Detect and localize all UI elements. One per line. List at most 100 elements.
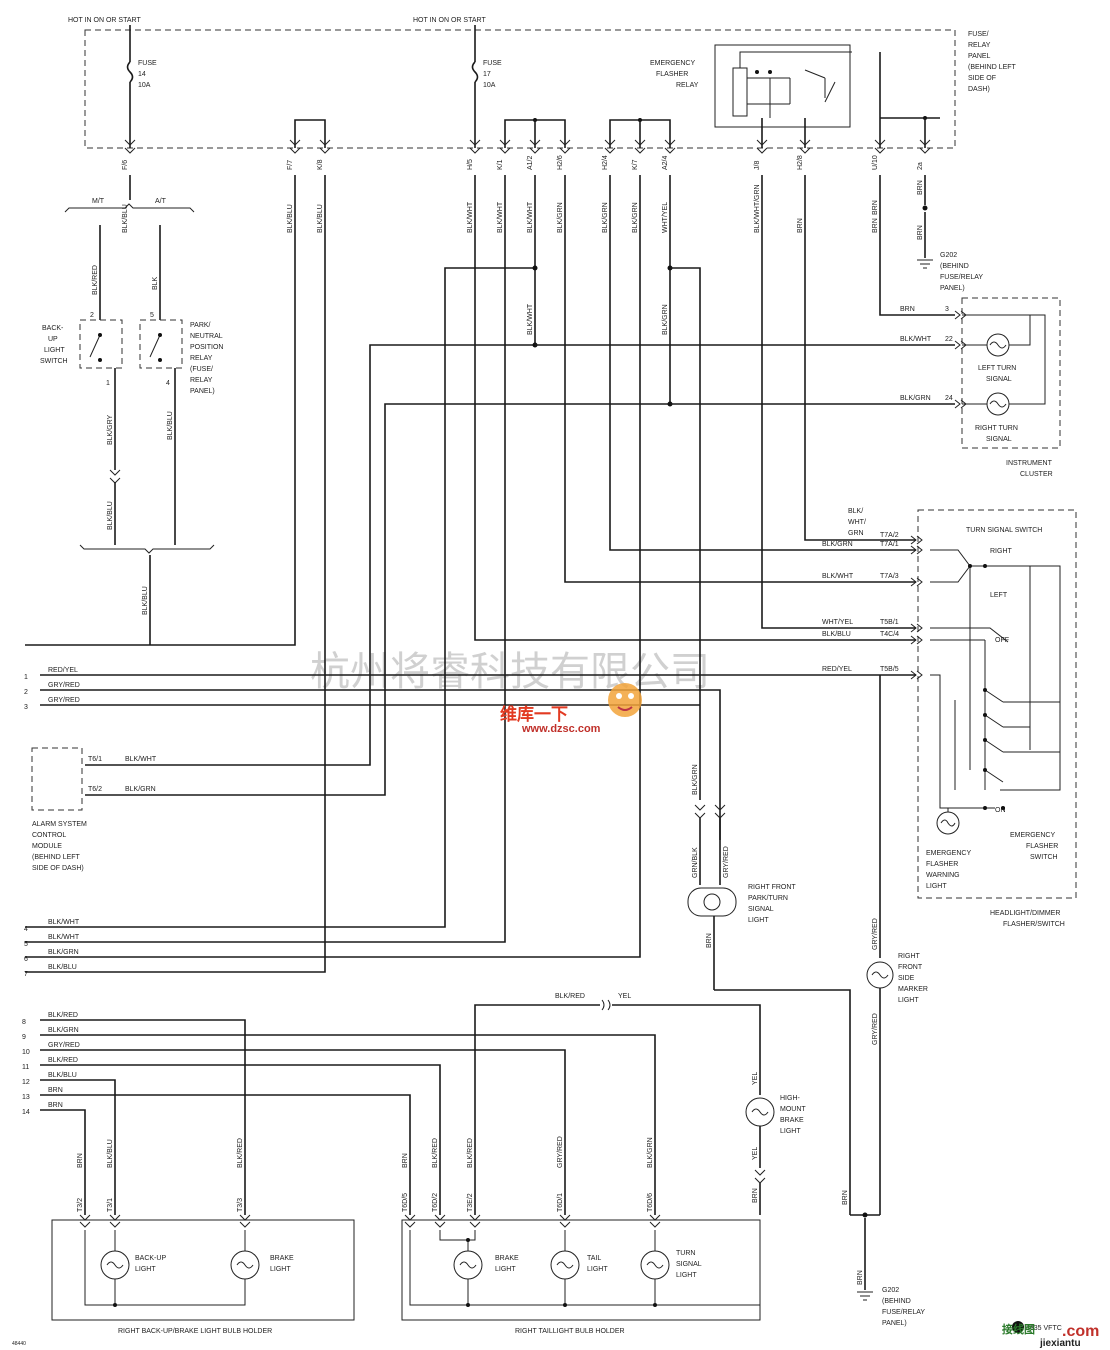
left-turn-signal-label: LEFT TURN — [978, 365, 1016, 372]
hmbl-yel-label-3: YEL — [752, 1147, 759, 1160]
backup-light-label: BACK-UP — [135, 1255, 166, 1262]
switch-wire-label-1c: GRN — [848, 530, 864, 537]
row-wire-label: GRY/RED — [48, 1042, 80, 1049]
switch-wire-label-1b: WHT/ — [848, 519, 866, 526]
wire-label-front-grnblk: GRN/BLK — [692, 847, 699, 878]
dzsc-cn-text: 维库一下 — [500, 704, 568, 725]
top-pin-label: F/6 — [122, 160, 129, 170]
g202-top-label-4: PANEL) — [940, 285, 965, 292]
fuse14-rating: 10A — [138, 82, 151, 89]
row-number: 13 — [22, 1094, 30, 1101]
switch-pin-label: T7A/3 — [880, 573, 899, 580]
switch-wire-label: BLK/WHT — [822, 573, 854, 580]
instrument-cluster-label-2: CLUSTER — [1020, 471, 1053, 478]
footer-id: 48440 — [12, 1341, 26, 1347]
fuse-panel-label-5: SIDE OF — [968, 75, 996, 82]
side-marker-label-4: MARKER — [898, 986, 928, 993]
cluster-wire-label: BRN — [900, 306, 915, 313]
row-wire-label: BLK/GRN — [48, 1027, 79, 1034]
top-wire-label: BLK/GRN — [602, 202, 609, 233]
alarm-label-2: CONTROL — [32, 832, 66, 839]
rear-connector — [404, 1214, 416, 1228]
hmbl-yel-label: YEL — [618, 993, 631, 1000]
g202-top-label: G202 — [940, 252, 957, 259]
cluster-pin-label: 24 — [945, 395, 953, 402]
emerg-light-label-4: LIGHT — [926, 883, 947, 890]
fuse-panel-label-6: DASH) — [968, 86, 990, 93]
switch-connector — [910, 635, 923, 645]
g202-rear-label-3: FUSE/RELAY — [882, 1309, 925, 1316]
tail-label-2: LIGHT — [587, 1266, 608, 1273]
turn-signal-switch-title: TURN SIGNAL SWITCH — [966, 527, 1042, 534]
fuse17-number: 17 — [483, 71, 491, 78]
emerg-light-label-3: WARNING — [926, 872, 960, 879]
wire-k1 — [25, 175, 506, 943]
instrument-cluster-label: INSTRUMENT — [1006, 460, 1053, 467]
rear-wire-label: BLK/GRN — [647, 1137, 654, 1168]
fuse-panel-label-4: (BEHIND LEFT — [968, 64, 1017, 71]
top-wire-label: BRN — [872, 218, 879, 233]
hmbl-yel-label-2: YEL — [752, 1072, 759, 1085]
fuse-relay-panel-box — [84, 29, 956, 149]
rear-wire-label: BLK/RED — [432, 1138, 439, 1168]
wire-label-front-brn: BRN — [706, 933, 713, 948]
hmbl-label-2: MOUNT — [780, 1106, 806, 1113]
wire-label-blkwht-mid: BLK/WHT — [527, 303, 534, 335]
pnp-relay-label: PARK/ — [190, 322, 211, 329]
row-wire-label: BLK/WHT — [48, 934, 80, 941]
side-marker-label-5: LIGHT — [898, 997, 919, 1004]
connector-chevron — [559, 139, 571, 154]
switch-wire-label: BLK/GRN — [822, 541, 853, 548]
top-wire-label: BLK/WHT — [467, 201, 474, 233]
emerg-switch-label: EMERGENCY — [1010, 832, 1055, 839]
pnp-relay-label-2: NEUTRAL — [190, 333, 223, 340]
rear-pin-label: T6D/5 — [402, 1193, 409, 1212]
switch-right-label: RIGHT — [990, 548, 1013, 555]
alarm-wire-2: BLK/GRN — [125, 786, 156, 793]
g202-top-label-3: FUSE/RELAY — [940, 274, 983, 281]
rear-wire-label: BRN — [402, 1153, 409, 1168]
fuse-panel-label: FUSE/ — [968, 31, 989, 38]
switch-pin-label: T7A/2 — [880, 532, 899, 539]
switch-connector — [910, 545, 923, 555]
top-wire-label: BRN — [797, 218, 804, 233]
connector-chevron — [919, 139, 931, 154]
rear-pin-label: T6D/1 — [557, 1193, 564, 1212]
top-wire-label: WHT/YEL — [662, 202, 669, 233]
row-wire-label: BLK/BLU — [48, 964, 77, 971]
rear-wire-label: GRY/RED — [557, 1136, 564, 1168]
connector-chevron — [124, 139, 136, 154]
wire-label-marker-gryred: GRY/RED — [872, 918, 879, 950]
g202-top-label-2: (BEHIND — [940, 263, 969, 270]
flasher-relay-label: EMERGENCY — [650, 60, 695, 67]
flasher-relay-label-2: FLASHER — [656, 71, 688, 78]
top-pin-label: K/8 — [317, 159, 324, 170]
side-marker-label-3: SIDE — [898, 975, 915, 982]
brake2-label-2: LIGHT — [495, 1266, 516, 1273]
top-pin-label: H/5 — [467, 159, 474, 170]
top-wire-label: BLK/BLU — [287, 204, 294, 233]
row-wire-label: GRY/RED — [48, 682, 80, 689]
top-wire-label: BRN — [872, 200, 879, 215]
row-wire-label: BLK/WHT — [48, 919, 80, 926]
holder2-label: RIGHT TAILLIGHT BULB HOLDER — [515, 1328, 625, 1335]
fuse-panel-label-3: PANEL — [968, 53, 991, 60]
switch-off-label: OFF — [995, 637, 1009, 644]
rear-connector — [434, 1214, 446, 1228]
backup-light-label-2: LIGHT — [135, 1266, 156, 1273]
rear-brn-label-a: BRN — [842, 1190, 849, 1205]
emerg-switch-label-2: FLASHER — [1026, 843, 1058, 850]
wire-label-marker-gryred-2: GRY/RED — [872, 1013, 879, 1045]
row-number: 8 — [22, 1019, 26, 1026]
connector-chevron — [799, 139, 811, 154]
connector-chevron — [634, 139, 646, 154]
right-front-park-turn-light — [687, 887, 737, 917]
park-neutral-relay — [139, 319, 183, 369]
top-wire-label: BRN — [917, 225, 924, 240]
at-label: A/T — [155, 198, 167, 205]
switch-wire-label-1a: BLK/ — [848, 508, 863, 515]
fuse-panel-label-2: RELAY — [968, 42, 991, 49]
alarm-label: ALARM SYSTEM — [32, 821, 87, 828]
wire-h5 — [474, 175, 916, 641]
jiexiantu-text: jiexiantu — [1039, 1338, 1081, 1349]
